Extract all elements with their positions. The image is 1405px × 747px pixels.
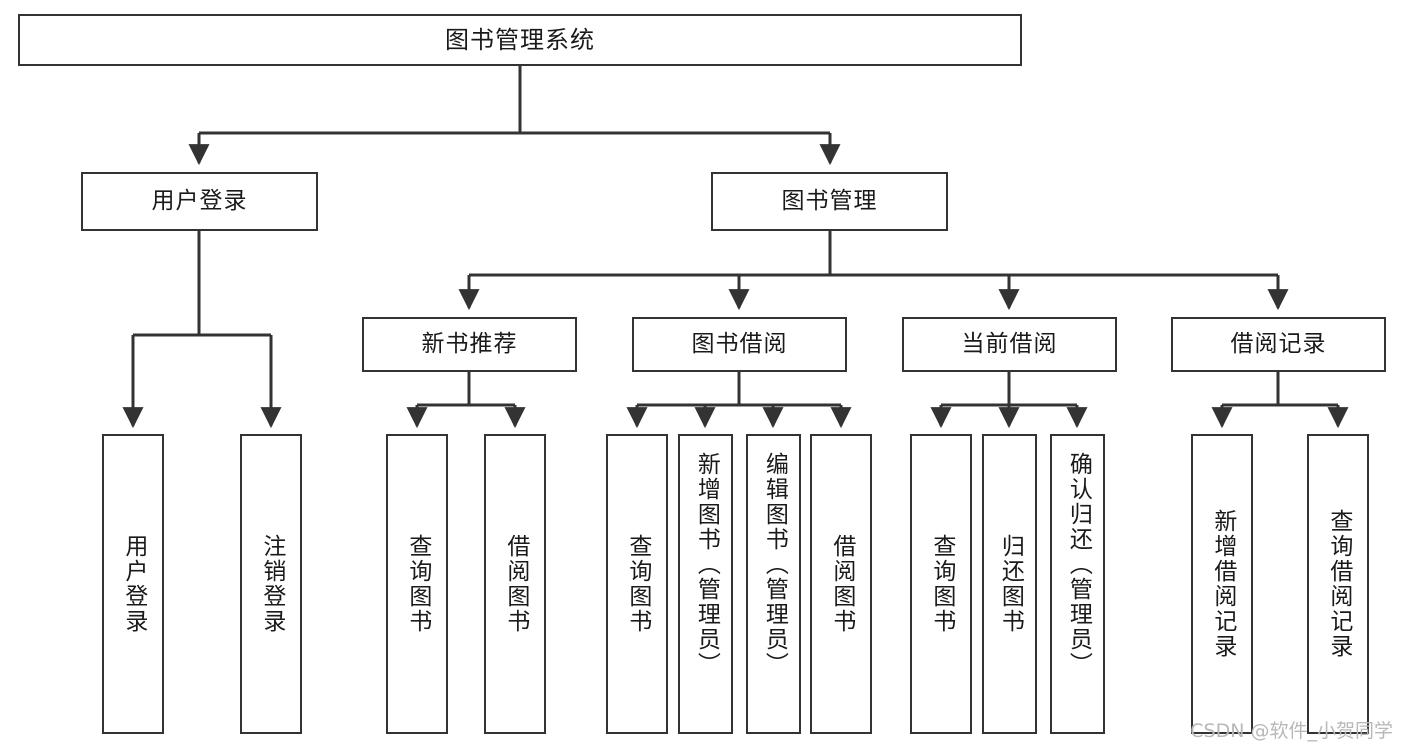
- node-label: 图书借阅: [691, 331, 788, 358]
- node-current-borrow[interactable]: 当前借阅: [902, 317, 1117, 372]
- leaf-query-book-2[interactable]: 查询图书: [606, 434, 668, 734]
- node-label: 确认归还（管理员）: [1065, 452, 1092, 677]
- node-root-system[interactable]: 图书管理系统: [18, 14, 1022, 66]
- leaf-add-record[interactable]: 新增借阅记录: [1191, 434, 1253, 734]
- node-label: 查询借阅记录: [1325, 509, 1352, 659]
- leaf-borrow-book-2[interactable]: 借阅图书: [810, 434, 872, 734]
- node-book-manage[interactable]: 图书管理: [711, 172, 948, 231]
- node-label: 图书管理系统: [445, 26, 595, 54]
- node-label: 用户登录: [151, 188, 248, 215]
- node-label: 图书管理: [781, 188, 878, 215]
- leaf-query-record[interactable]: 查询借阅记录: [1307, 434, 1369, 734]
- leaf-return-book[interactable]: 归还图书: [982, 434, 1037, 734]
- node-label: 查询图书: [624, 534, 651, 634]
- node-label: 归还图书: [997, 534, 1024, 634]
- leaf-add-book[interactable]: 新增图书（管理员）: [678, 434, 733, 734]
- node-borrow-record[interactable]: 借阅记录: [1171, 317, 1386, 372]
- node-label: 借阅图书: [502, 534, 529, 634]
- node-user-login[interactable]: 用户登录: [81, 172, 318, 231]
- node-label: 编辑图书（管理员）: [761, 452, 788, 677]
- node-label: 借阅记录: [1230, 331, 1327, 358]
- leaf-user-login[interactable]: 用户登录: [102, 434, 164, 734]
- node-label: 注销登录: [258, 534, 285, 634]
- node-label: 当前借阅: [961, 331, 1058, 358]
- leaf-query-book-1[interactable]: 查询图书: [386, 434, 448, 734]
- node-new-book-rec[interactable]: 新书推荐: [362, 317, 577, 372]
- node-label: 借阅图书: [828, 534, 855, 634]
- node-label: 新增借阅记录: [1209, 509, 1236, 659]
- leaf-borrow-book-1[interactable]: 借阅图书: [484, 434, 546, 734]
- leaf-confirm-return[interactable]: 确认归还（管理员）: [1050, 434, 1105, 734]
- node-book-borrow[interactable]: 图书借阅: [632, 317, 847, 372]
- leaf-query-book-3[interactable]: 查询图书: [910, 434, 972, 734]
- node-label: 新书推荐: [421, 331, 518, 358]
- leaf-user-logout[interactable]: 注销登录: [240, 434, 302, 734]
- node-label: 查询图书: [404, 534, 431, 634]
- node-label: 新增图书（管理员）: [693, 452, 720, 677]
- leaf-edit-book[interactable]: 编辑图书（管理员）: [746, 434, 801, 734]
- node-label: 用户登录: [120, 534, 147, 634]
- node-label: 查询图书: [928, 534, 955, 634]
